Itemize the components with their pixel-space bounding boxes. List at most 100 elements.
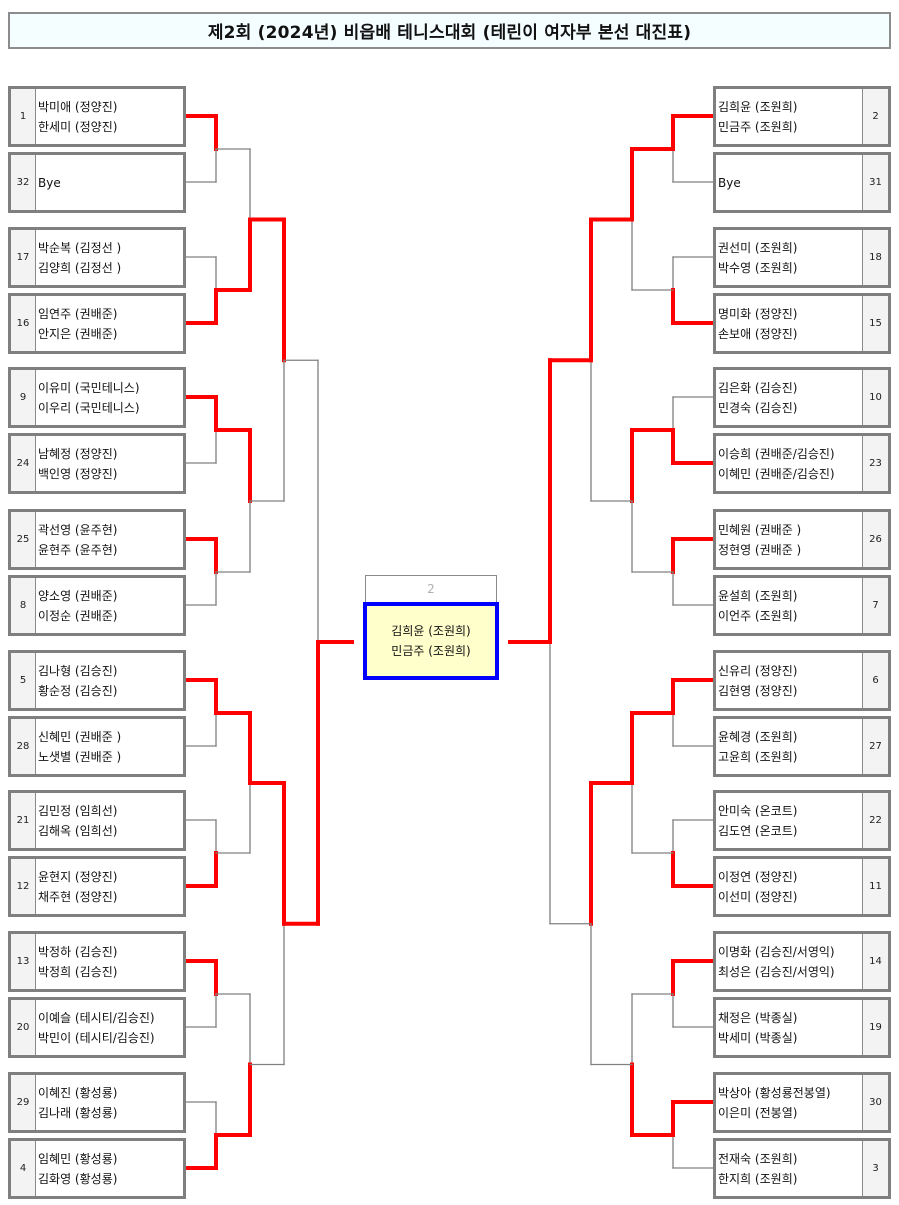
team-names: 김희윤 (조원희)민금주 (조원희) <box>716 89 862 144</box>
player-name: 이예슬 (테시티/김승진) <box>38 1010 155 1025</box>
player-name: 이언주 (조원희) <box>718 608 798 623</box>
player-name: 곽선영 (윤주현) <box>38 522 118 537</box>
seed-number: 23 <box>862 436 888 491</box>
team-names: 윤설희 (조원희)이언주 (조원희) <box>716 578 862 633</box>
player-name: 박세미 (박종실) <box>718 1030 798 1045</box>
player-name: 박미애 (정양진) <box>38 99 118 114</box>
player-name: 안지은 (권배준) <box>38 326 118 341</box>
seed-number: 21 <box>11 793 36 848</box>
seed-number: 18 <box>862 230 888 285</box>
team-names: Bye <box>36 155 183 210</box>
page-title: 제2회 (2024년) 비읍배 테니스대회 (테린이 여자부 본선 대진표) <box>8 12 891 49</box>
player-name: 박정희 (김승진) <box>38 964 118 979</box>
team-names: 김은화 (김승진)민경숙 (김승진) <box>716 370 862 425</box>
seed-number: 28 <box>11 719 36 774</box>
team-names: 김민정 (임희선)김해옥 (임희선) <box>36 793 183 848</box>
champion-box[interactable]: 김희윤 (조원희) 민금주 (조원희) <box>363 602 499 680</box>
seed-number: 16 <box>11 296 36 351</box>
seed-number: 17 <box>11 230 36 285</box>
player-name: 이우리 (국민테니스) <box>38 400 140 415</box>
player-name: Bye <box>718 175 741 190</box>
seed-number: 12 <box>11 859 36 914</box>
seed-number: 27 <box>862 719 888 774</box>
player-name: 안미숙 (온코트) <box>718 803 798 818</box>
player-name: 박상아 (황성룡전봉열) <box>718 1085 831 1100</box>
player-name: 박순복 (김정선 ) <box>38 240 122 255</box>
player-name: 황순정 (김승진) <box>38 683 118 698</box>
player-name: 김민정 (임희선) <box>38 803 118 818</box>
player-name: 한세미 (정양진) <box>38 119 118 134</box>
team-names: 임혜민 (황성룡) 김화영 (황성룡) <box>36 1141 183 1196</box>
entry-right-13[interactable]: 14 이명화 (김승진/서영익) 최성은 (김승진/서영익) <box>713 931 891 992</box>
seed-number: 25 <box>11 512 36 567</box>
team-names: 윤현지 (정양진)채주현 (정양진) <box>36 859 183 914</box>
team-names: 이명화 (김승진/서영익) 최성은 (김승진/서영익) <box>716 934 862 989</box>
entry-right-15[interactable]: 30 박상아 (황성룡전봉열) 이은미 (전봉열) <box>713 1072 891 1133</box>
player-name: 한지희 (조원희) <box>718 1171 798 1186</box>
seed-number: 14 <box>862 934 888 989</box>
player-name: 이명화 (김승진/서영익) <box>718 944 835 959</box>
seed-number: 30 <box>862 1075 888 1130</box>
team-names: 김나형 (김승진)황순정 (김승진) <box>36 653 183 708</box>
player-name: 김현영 (정양진) <box>718 683 798 698</box>
entry-right-2[interactable]: 31 Bye <box>713 152 891 213</box>
player-name: 김양희 (김정선 ) <box>38 260 122 275</box>
seed-number: 5 <box>11 653 36 708</box>
player-name: 박정하 (김승진) <box>38 944 118 959</box>
seed-number: 3 <box>862 1141 888 1196</box>
seed-number: 20 <box>11 1000 36 1055</box>
entry-right-11[interactable]: 22 안미숙 (온코트) 김도연 (온코트) <box>713 790 891 851</box>
seed-number: 31 <box>862 155 888 210</box>
player-name: 김희윤 (조원희) <box>718 99 798 114</box>
player-name: 백인영 (정양진) <box>38 466 118 481</box>
player-name: 김도연 (온코트) <box>718 823 798 838</box>
seed-number: 32 <box>11 155 36 210</box>
team-names: 이승희 (권배준/김승진)이혜민 (권배준/김승진) <box>716 436 862 491</box>
player-name: 이혜진 (황성룡) <box>38 1085 118 1100</box>
team-names: 안미숙 (온코트) 김도연 (온코트) <box>716 793 862 848</box>
seed-number: 2 <box>862 89 888 144</box>
player-name: 최성은 (김승진/서영익) <box>718 964 835 979</box>
player-name: 손보애 (정양진) <box>718 326 798 341</box>
player-name: 윤현주 (윤주현) <box>38 542 118 557</box>
seed-number: 22 <box>862 793 888 848</box>
seed-number: 15 <box>862 296 888 351</box>
player-name: 김화영 (황성룡) <box>38 1171 118 1186</box>
player-name: 이정순 (권배준) <box>38 608 118 623</box>
team-names: 채정은 (박종실)박세미 (박종실) <box>716 1000 862 1055</box>
player-name: 윤혜경 (조원희) <box>718 729 798 744</box>
player-name: 노샛별 (권배준 ) <box>38 749 122 764</box>
team-names: 명미화 (정양진)손보애 (정양진) <box>716 296 862 351</box>
player-name: 이은미 (전봉열) <box>718 1105 798 1120</box>
seed-number: 9 <box>11 370 36 425</box>
player-name: 임혜민 (황성룡) <box>38 1151 118 1166</box>
